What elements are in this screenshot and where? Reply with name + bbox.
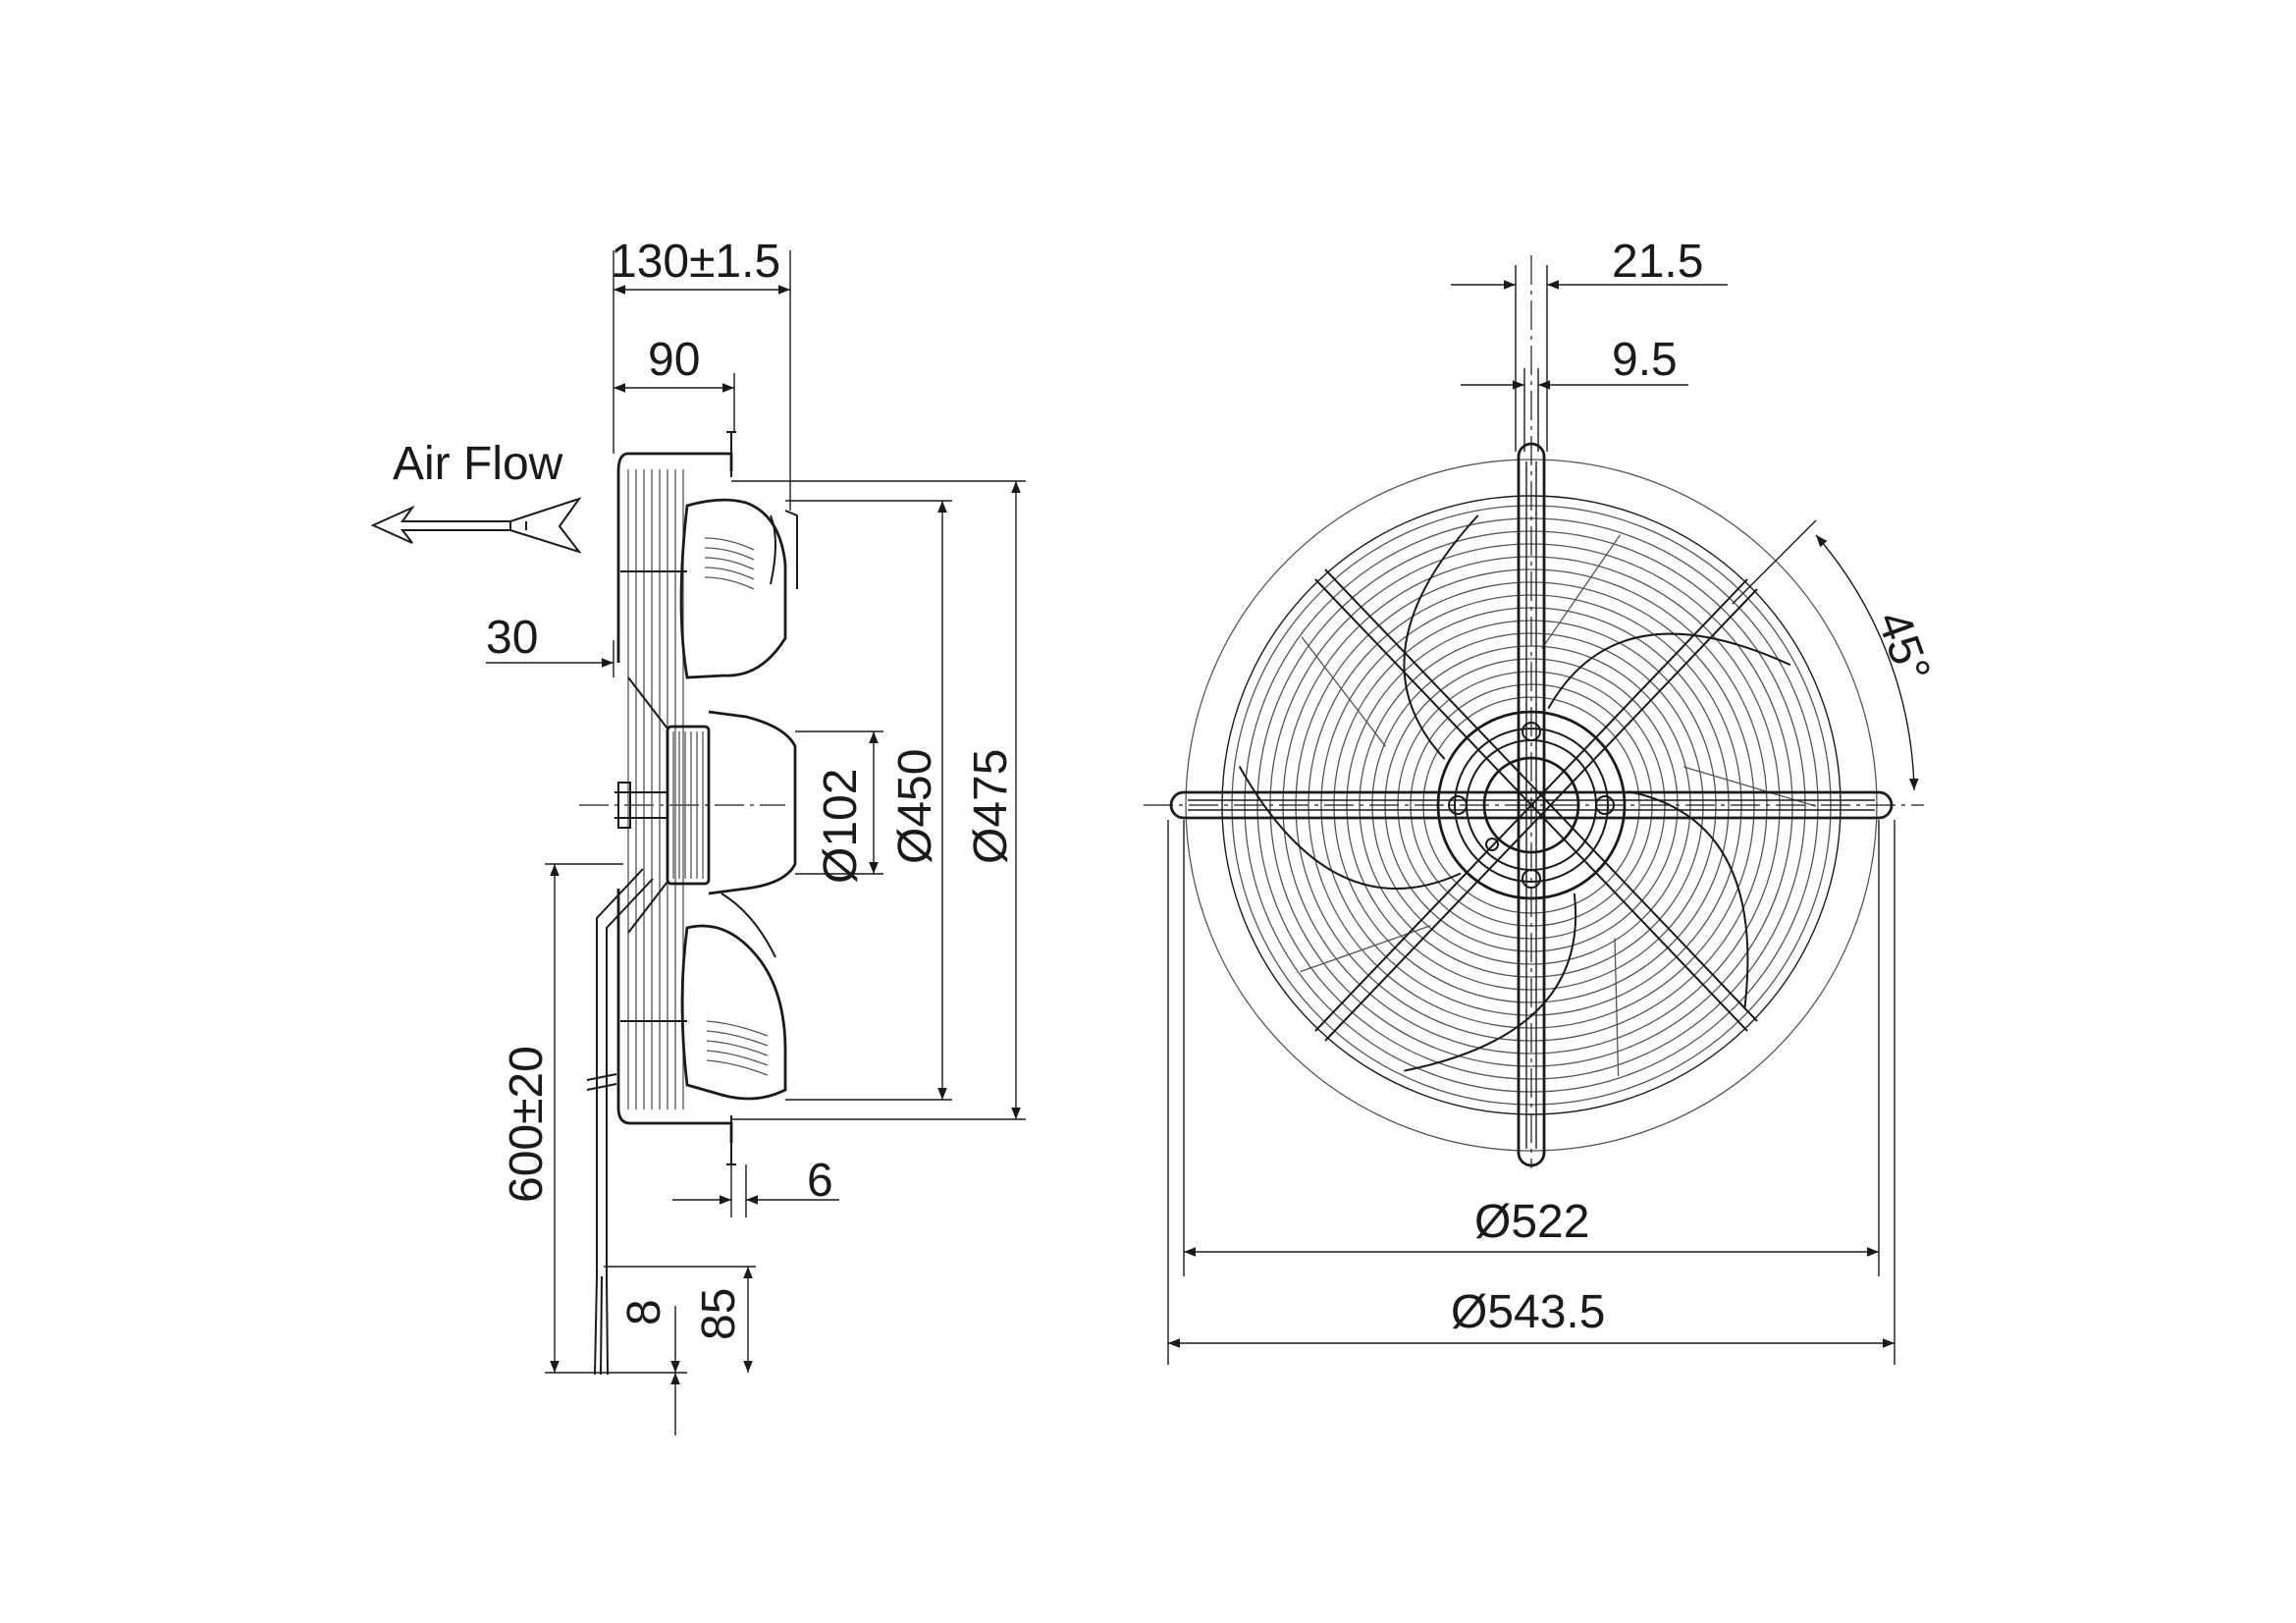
dim-angle: 45° [1867, 605, 1941, 689]
blade-trailing-edge [1300, 925, 1431, 973]
blade-edge [1238, 766, 1462, 891]
front-view: 21.5 9.5 45° Ø522 Ø543.5 [1144, 236, 1940, 1365]
dim-depth-motor: 90 [648, 334, 700, 386]
dim-flange-6: 6 [807, 1155, 833, 1207]
upper-blade [679, 498, 798, 679]
side-dimensions [486, 250, 1026, 1435]
blade-edge [1403, 514, 1479, 760]
blade-trailing-edge [1614, 938, 1620, 1077]
dim-slot-21-5: 21.5 [1612, 236, 1703, 288]
dim-outer-dia: Ø543.5 [1451, 1286, 1605, 1338]
dim-mount-dia: Ø522 [1474, 1196, 1589, 1248]
dim-housing-dia: Ø475 [965, 749, 1017, 864]
lower-blade [680, 893, 787, 1101]
blade-edge [1547, 632, 1791, 709]
blade-edge [1404, 893, 1576, 1072]
dim-slot-9-5: 9.5 [1612, 334, 1678, 386]
dim-offset-30: 30 [486, 612, 538, 664]
dim-strip-8: 8 [618, 1299, 670, 1325]
hub [614, 676, 797, 934]
cable [586, 868, 654, 1376]
blade-curves [1238, 514, 1817, 1077]
dim-hub-dia: Ø102 [815, 769, 867, 884]
dim-blade-dia: Ø450 [889, 749, 941, 864]
dim-strip-85: 85 [693, 1288, 745, 1340]
housing-profile [616, 431, 736, 1165]
airflow-arrow [370, 497, 582, 554]
airflow-label: Air Flow [393, 438, 563, 490]
blade-trailing-edge [1301, 636, 1387, 747]
blade-trailing-edge [1541, 534, 1622, 649]
front-dimensions [1167, 265, 1919, 1365]
side-view: Air Flow 130±1.5 90 30 6 Ø102 Ø450 Ø475 … [370, 236, 1026, 1435]
dim-cable-length: 600±20 [501, 1046, 553, 1203]
dim-depth-total: 130±1.5 [611, 236, 780, 288]
blade-edge [1628, 790, 1749, 1008]
